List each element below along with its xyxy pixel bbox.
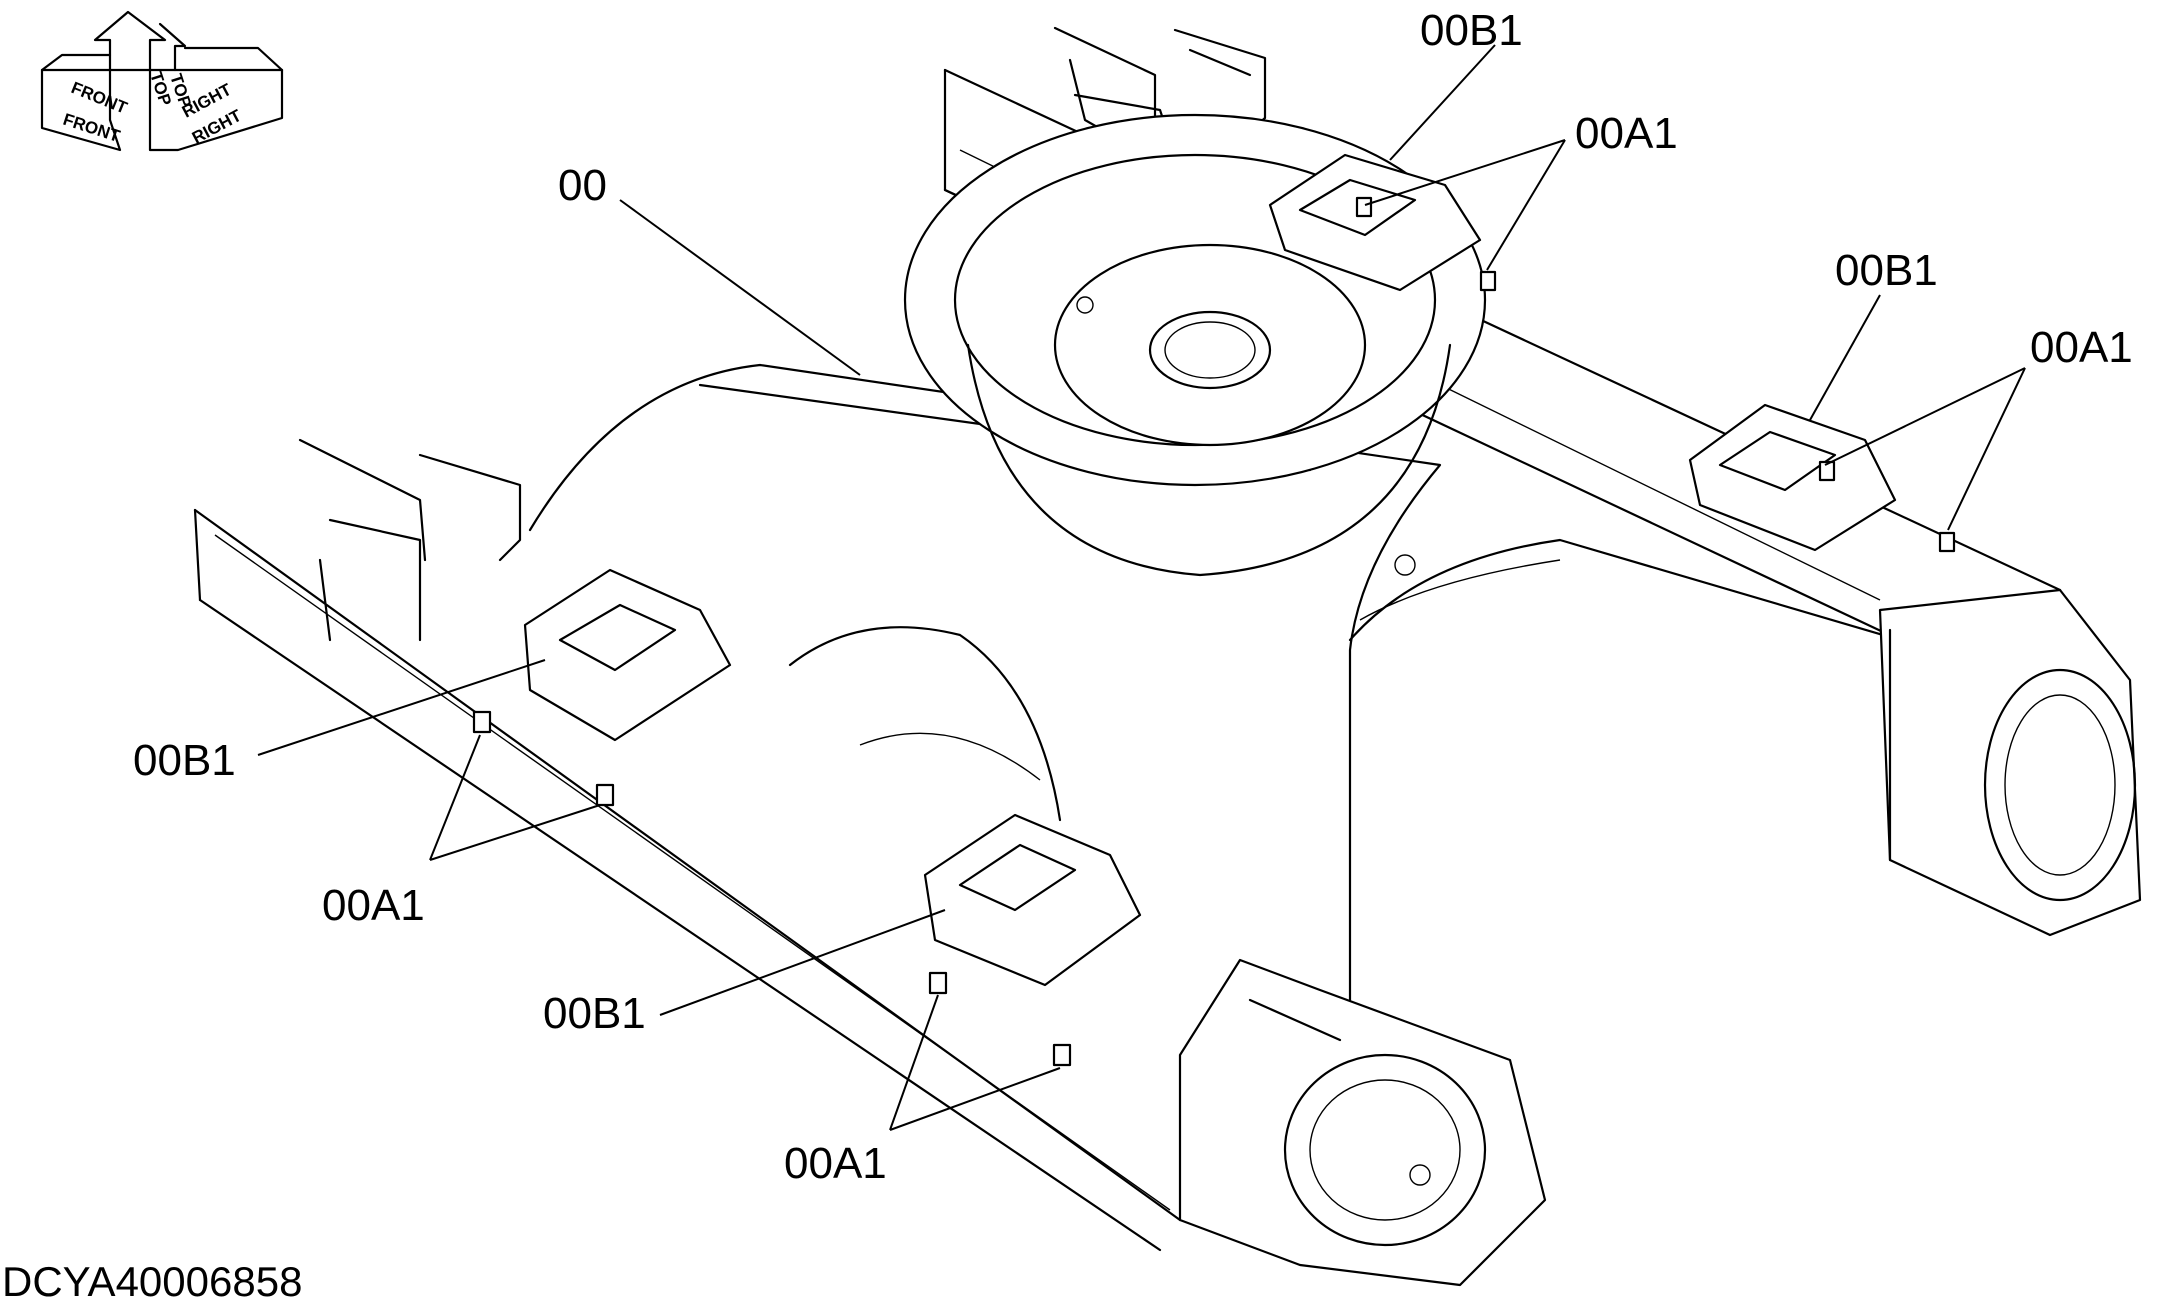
callout-main: 00	[558, 161, 607, 210]
callout-a1-bottom: 00A1	[784, 1139, 887, 1188]
document-id: DCYA40006858	[2, 1258, 302, 1305]
callout-a1-top: 00A1	[1575, 109, 1678, 158]
callout-b1-mid: 00B1	[543, 989, 646, 1038]
orientation-front-label-2: FRONT	[61, 110, 123, 146]
undercarriage-frame	[193, 26, 2142, 1287]
small-blocks	[472, 196, 1956, 1067]
callout-a1-right: 00A1	[2030, 323, 2133, 372]
callout-b1-top: 00B1	[1420, 6, 1523, 55]
orientation-cube-icon: FRONT FRONT TOP TOP RIGHT RIGHT	[40, 10, 284, 152]
leader-lines	[257, 44, 2026, 1131]
callout-labels: 00 00B1 00A1 00B1 00A1 00B1 00A1 00B1 00…	[133, 6, 2133, 1188]
track-guide-brackets	[523, 153, 1897, 987]
orientation-front-label-1: FRONT	[69, 78, 131, 118]
callout-b1-right: 00B1	[1835, 246, 1938, 295]
callout-a1-left: 00A1	[322, 881, 425, 930]
callout-b1-left: 00B1	[133, 736, 236, 785]
